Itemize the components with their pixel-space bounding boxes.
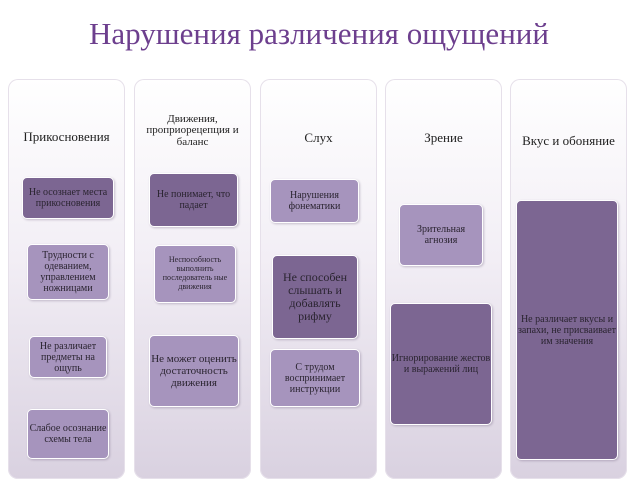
item-box: Не может оценить достаточность движения xyxy=(149,335,239,407)
item-box: Зрительная агнозия xyxy=(399,204,483,266)
column-title: Движения, проприорецепция и баланс xyxy=(146,112,239,148)
column-vision: Зрение Зрительная агнозия Игнорирование … xyxy=(385,79,502,479)
item-box: Нарушения фонематики xyxy=(270,179,359,223)
item-box: Игнорирование жестов и выражений лиц xyxy=(390,303,492,425)
column-title: Прикосновения xyxy=(23,129,110,145)
item-box: Неспособность выполнить последователь ны… xyxy=(154,245,236,303)
item-box: Не различает предметы на ощупь xyxy=(29,336,107,378)
item-box: Трудности с одеванием, управлением ножни… xyxy=(27,244,109,300)
item-box: Слабое осознание схемы тела xyxy=(27,409,109,459)
item-box: С трудом воспринимает инструкции xyxy=(270,349,360,407)
column-title: Зрение xyxy=(424,130,463,146)
item-box: Не различает вкусы и запахи, не присваив… xyxy=(516,200,618,460)
column-touch: Прикосновения Не осознает места прикосно… xyxy=(8,79,125,479)
column-hearing: Слух Нарушения фонематики Не способен сл… xyxy=(260,79,377,479)
item-box: Не осознает места прикосновения xyxy=(22,177,114,219)
column-movement: Движения, проприорецепция и баланс Не по… xyxy=(134,79,251,479)
item-box: Не понимает, что падает xyxy=(149,173,238,227)
column-taste-smell: Вкус и обоняние Не различает вкусы и зап… xyxy=(510,79,627,479)
slide-title: Нарушения различения ощущений xyxy=(89,16,549,51)
column-title: Слух xyxy=(304,130,333,146)
item-box: Не способен слышать и добавлять рифму xyxy=(272,255,358,339)
column-title: Вкус и обоняние xyxy=(522,133,615,149)
